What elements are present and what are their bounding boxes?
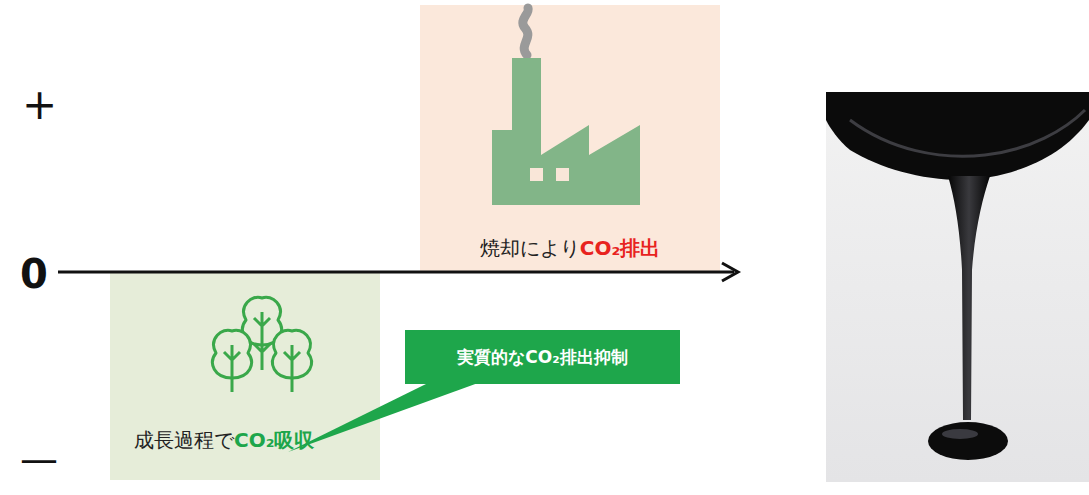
minus-sign: — [20,440,58,478]
zero-mark: 0 [20,254,48,294]
panel-text: 成長過程でCO₂吸収 [134,427,314,454]
smoke [523,8,528,55]
callout-tail [288,383,478,452]
plus-sign: + [22,84,57,126]
panel-text: 実質的なCO₂排出抑制 [457,346,627,369]
panel-text: 焼却によりCO₂排出 [480,235,660,262]
trees-icon [213,297,312,392]
callout-bubble: 実質的なCO₂排出抑制 [405,330,680,384]
axis-arrow [58,263,738,281]
factory-icon [492,58,640,205]
